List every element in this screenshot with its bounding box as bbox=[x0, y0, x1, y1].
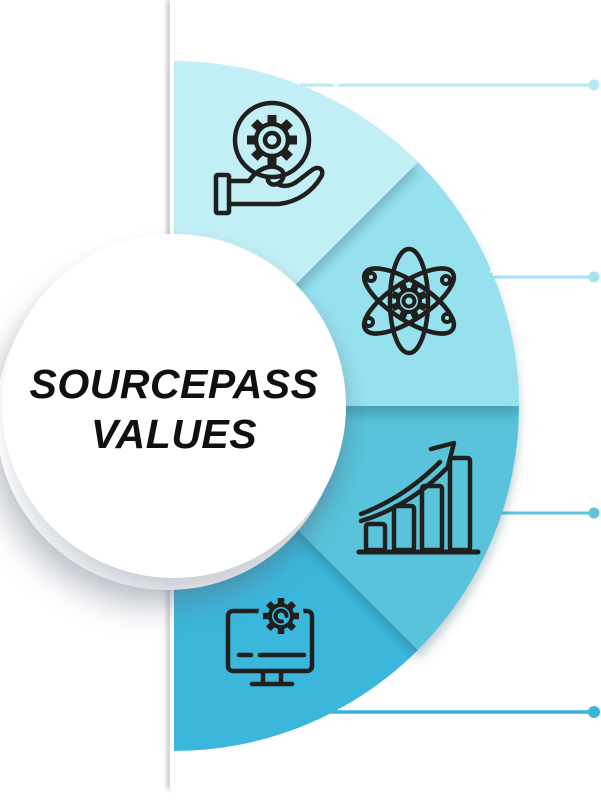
center-circle: SOURCEPASS VALUES bbox=[2, 234, 346, 578]
line-tick-sparkles bbox=[332, 79, 498, 276]
hand-gear-icon bbox=[213, 100, 325, 216]
connector-line-4 bbox=[300, 706, 600, 718]
growth-chart-icon bbox=[356, 440, 481, 555]
atom-gear-icon bbox=[361, 246, 457, 356]
title-line-1: SOURCEPASS bbox=[29, 360, 319, 407]
infographic-title: SOURCEPASS VALUES bbox=[29, 353, 318, 459]
line-end-dot bbox=[588, 271, 600, 283]
line-end-dot bbox=[588, 706, 600, 718]
line-end-dot bbox=[588, 79, 600, 91]
monitor-gear-icon bbox=[225, 593, 315, 687]
line-end-dot bbox=[588, 507, 600, 519]
connector-line-1 bbox=[300, 79, 600, 91]
title-line-2: VALUES bbox=[90, 411, 258, 457]
